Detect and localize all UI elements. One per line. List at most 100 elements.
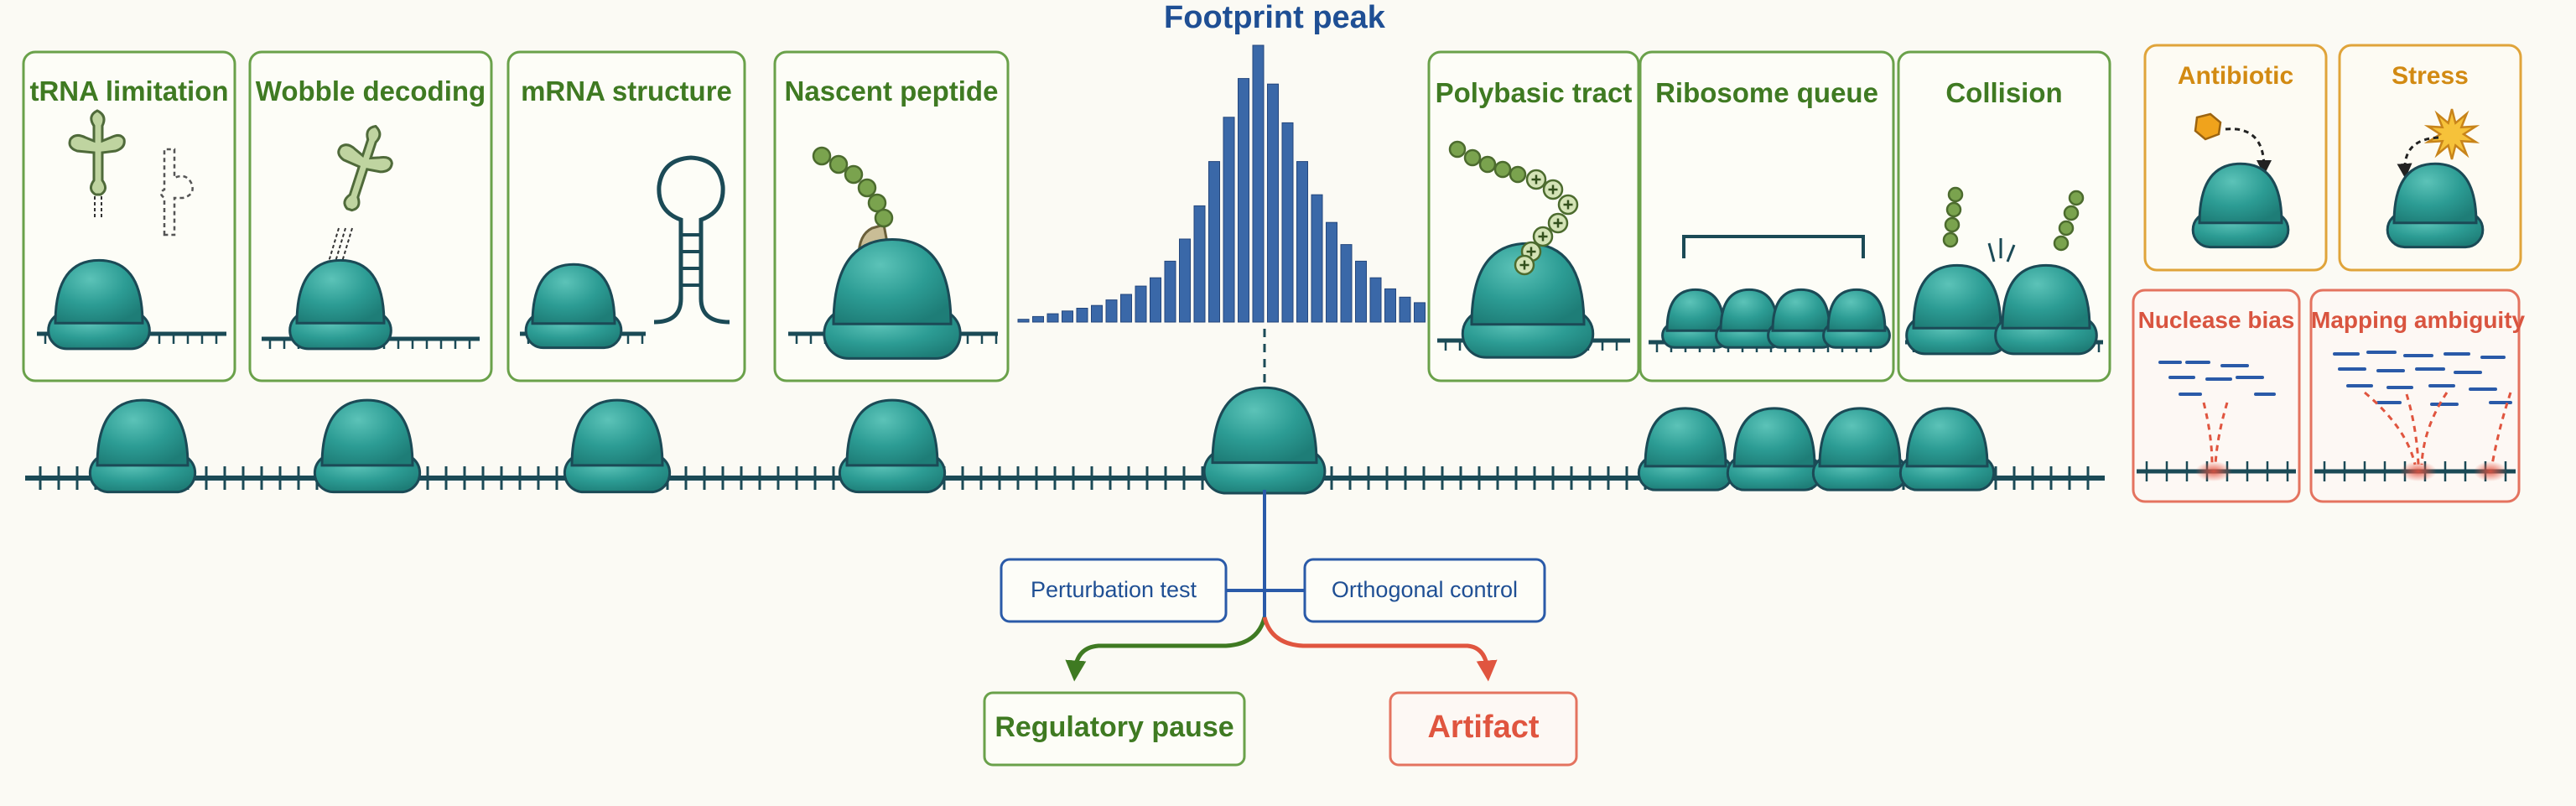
ribosome-small-subunit <box>2001 263 2091 330</box>
peptide-bead <box>2053 235 2070 252</box>
footprint-peak-title: Footprint peak <box>1164 0 1385 35</box>
ribosome-small-subunit <box>1732 407 1816 468</box>
peptide-bead <box>1942 231 1959 248</box>
ribosome-icon <box>2386 162 2485 249</box>
antibiotic-molecule-icon <box>2194 112 2272 175</box>
histogram-bar <box>1238 78 1249 323</box>
histogram-bar <box>1311 194 1323 323</box>
label-orthogonal-control: Orthogonal control <box>1331 577 1519 602</box>
histogram-bar <box>1223 117 1235 323</box>
ribosome-icon <box>1811 407 1909 491</box>
ribosome-icon <box>563 398 672 494</box>
peptide-bead <box>1478 155 1497 174</box>
histogram-bar <box>1046 313 1059 323</box>
ribosomes <box>47 162 2485 495</box>
ribosome-small-subunit <box>1912 263 2002 330</box>
ribosome-small-subunit <box>54 258 144 325</box>
ribosome-small-subunit <box>1826 288 1887 332</box>
histogram-bar <box>1399 296 1411 323</box>
ribosome-icon <box>823 237 962 360</box>
label-mapping-ambiguity: Mapping ambiguity <box>2311 307 2526 333</box>
ribosome-small-subunit <box>1905 407 1989 468</box>
ribosome-small-subunit <box>1818 407 1902 468</box>
label-artifact: Artifact <box>1427 710 1540 745</box>
read-fragments <box>2158 351 2512 406</box>
regulatory-pause-box <box>983 691 1246 767</box>
label-nuclease-bias: Nuclease bias <box>2137 307 2295 333</box>
peptide-bead <box>2068 190 2085 206</box>
label-mrna-structure: mRNA structure <box>521 75 732 107</box>
ribosome-icon <box>2191 162 2290 249</box>
peptide-bead <box>1463 148 1482 167</box>
ribosome-small-subunit <box>2392 162 2478 225</box>
ribosome-icon <box>1715 288 1784 349</box>
peptide-bead <box>2058 220 2075 237</box>
read-convergence-lines <box>2202 391 2512 465</box>
ribosome-small-subunit <box>1211 386 1318 465</box>
ribosome-small-subunit <box>531 263 616 325</box>
histogram-bar <box>1208 161 1220 323</box>
histogram-bar <box>1281 122 1294 323</box>
ribosome-small-subunit <box>570 398 664 467</box>
artifact-hotspots <box>2195 461 2507 481</box>
peptide-bead <box>874 208 894 228</box>
histogram-bar <box>1340 244 1353 323</box>
ribosome-small-subunit <box>96 398 190 467</box>
label-wobble-decoding: Wobble decoding <box>255 75 486 107</box>
perturbation-test-box <box>1000 558 1228 623</box>
panel-nuclease-bias <box>2132 289 2301 503</box>
ribosome-icon <box>288 258 392 351</box>
label-nascent-peptide: Nascent peptide <box>784 75 999 107</box>
ribosome-icon <box>47 258 151 351</box>
polybasic-bead <box>1557 194 1579 216</box>
peptide-bead <box>1944 216 1961 233</box>
peptide-bead <box>1509 165 1527 184</box>
ribosome-icon <box>838 398 947 494</box>
ribosome-icon <box>524 263 623 350</box>
peptide-bead <box>1493 160 1512 179</box>
polybasic-bead <box>1532 226 1554 247</box>
peptide-bead <box>1947 186 1964 203</box>
ribosome-icon <box>1994 263 2098 356</box>
ribosome-small-subunit <box>320 398 414 467</box>
ribosome-small-subunit <box>1644 407 1727 468</box>
histogram-bar <box>1091 304 1103 323</box>
trna-icon <box>68 109 126 220</box>
ribosome-icon <box>1767 288 1836 349</box>
histogram-bar <box>1326 221 1337 323</box>
label-perturbation-test: Perturbation test <box>1030 577 1197 602</box>
histogram-bar <box>1384 288 1396 323</box>
histogram-bar <box>1179 238 1191 323</box>
footprint-histogram <box>1017 44 1426 323</box>
histogram-bar <box>1267 83 1279 323</box>
ribosome-icon <box>1461 242 1595 359</box>
ribosome-icon <box>1202 386 1327 495</box>
ribosome-icon <box>88 398 197 494</box>
histogram-bar <box>1076 308 1088 323</box>
ribosome-small-subunit <box>295 258 386 325</box>
collision-spark-icon <box>1987 238 2016 263</box>
histogram-bar <box>1135 285 1147 323</box>
queue-bracket <box>1682 235 1865 258</box>
histogram-bar <box>1150 277 1161 323</box>
ribosome-small-subunit <box>2198 162 2283 225</box>
histogram-bar <box>1062 310 1073 323</box>
mrna-hairpin-icon <box>653 155 730 325</box>
label-ribosome-queue: Ribosome queue <box>1655 77 1878 108</box>
ribosome-small-subunit <box>832 237 953 325</box>
ribosome-icon <box>1905 263 2009 356</box>
ribosome-icon <box>1822 288 1891 349</box>
peptide-bead <box>828 154 849 174</box>
peptide-bead <box>2063 205 2080 221</box>
polybasic-bead <box>1542 179 1564 200</box>
histogram-bar <box>1369 277 1382 323</box>
histogram-bar <box>1193 205 1206 323</box>
histogram-bar <box>1164 260 1176 323</box>
histogram-bar <box>1017 319 1030 323</box>
ribosome-icon <box>1726 407 1823 491</box>
peptide-beads <box>812 140 2085 276</box>
peptide-bead <box>857 178 877 198</box>
polybasic-bead <box>1547 212 1569 234</box>
histogram-bar <box>1296 161 1308 323</box>
